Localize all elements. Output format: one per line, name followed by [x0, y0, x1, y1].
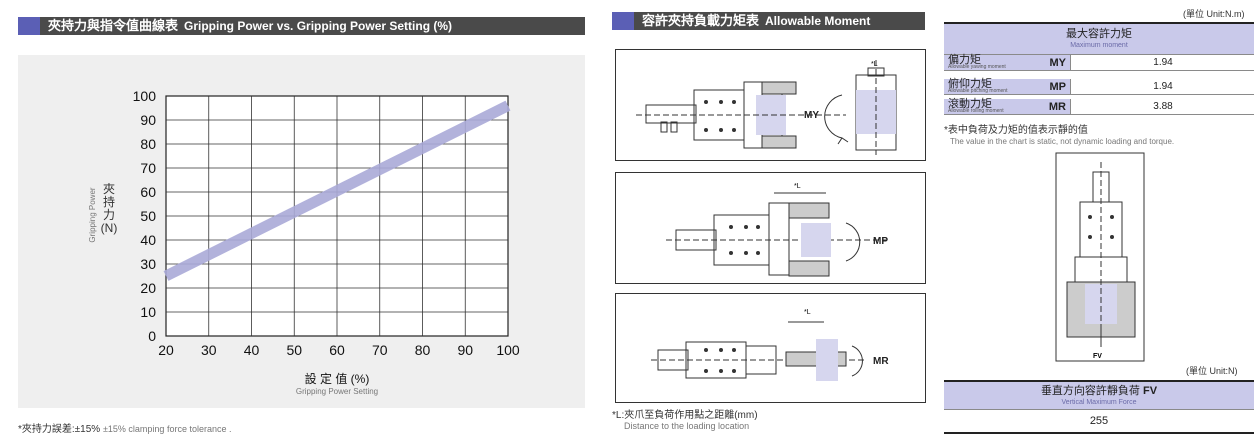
header-accent [612, 12, 634, 30]
moment-row-mp: 俯仰力矩 Allowable pitching moment MP 1.94 [944, 79, 1254, 95]
fv-title-code: FV [1143, 385, 1158, 397]
l-label: *L [804, 309, 811, 316]
unit-top: (單位 Unit:N.m) [1183, 9, 1245, 19]
distance-note: *L:夾爪至負荷作用點之距離(mm) Distance to the loadi… [612, 410, 758, 432]
my-drawing: MY *L [636, 60, 897, 155]
x-tick-label: 40 [244, 342, 260, 358]
header-en: Gripping Power vs. Gripping Power Settin… [184, 19, 453, 33]
row-en: Allowable yawing moment [948, 64, 1006, 70]
row-en: Allowable pitching moment [948, 88, 1008, 94]
fv-title-zh: 垂直方向容許靜負荷 [1040, 385, 1140, 397]
header-zh: 容許夾持負載力矩表 [642, 13, 760, 28]
x-tick-label: 60 [329, 342, 345, 358]
row-en: Allowable rolling moment [948, 108, 1004, 114]
fv-title-en: Vertical Maximum Force [1061, 399, 1137, 406]
row-value: 1.94 [1070, 79, 1255, 94]
distance-note-zh: *L:夾爪至負荷作用點之距離(mm) [612, 410, 758, 421]
y-tick-label: 100 [133, 88, 157, 104]
fv-drawing: FV [1055, 152, 1145, 362]
moment-row-mr: 滾動力矩 Allowable rolling moment MR 3.88 [944, 99, 1254, 115]
x-tick-label: 100 [496, 342, 520, 358]
y-axis-label-en: Gripping Power [88, 187, 97, 242]
y-tick-label: 40 [140, 232, 156, 248]
y-tick-label: 0 [148, 328, 156, 344]
my-drawing-box: MY *L [615, 49, 926, 161]
x-tick-label: 20 [158, 342, 174, 358]
gripping-power-chart: 0 10 20 30 40 50 60 70 80 90 100 20 30 40 50 60 70 80 90 10… [88, 88, 520, 396]
y-axis-label-zh: (N) [101, 221, 118, 235]
my-label: MY [804, 110, 819, 121]
row-zh: 滾動力矩 [948, 98, 992, 110]
static-note-zh: *表中負荷及力矩的值表示靜的值 [944, 125, 1088, 136]
gripping-power-header: 夾持力與指令值曲線表 Gripping Power vs. Gripping Po… [18, 17, 585, 35]
distance-note-en: Distance to the loading location [624, 421, 750, 431]
max-moment-en: Maximum moment [1070, 42, 1128, 49]
clamping-tolerance-note: *夾持力誤差:±15% ±15% clamping force toleranc… [18, 420, 231, 435]
row-code: MY [1049, 57, 1067, 69]
fv-table-top-border [944, 380, 1254, 382]
y-axis-label-zh: 力 [103, 208, 115, 222]
header-accent [18, 17, 40, 35]
max-moment-zh: 最大容許力矩 [1066, 28, 1132, 40]
mp-drawing: MP *L [666, 183, 888, 277]
max-moment-title: 最大容許力矩 Maximum moment [944, 24, 1254, 55]
row-value: 1.94 [1070, 55, 1255, 70]
table-top-border [944, 22, 1254, 24]
y-tick-label: 70 [140, 160, 156, 176]
l-label: *L [871, 61, 878, 68]
mr-drawing: MR *L [651, 309, 889, 381]
fv-label: FV [1093, 353, 1102, 360]
row-zh: 俯仰力矩 [948, 78, 992, 90]
x-tick-label: 90 [457, 342, 473, 358]
unit-bottom: (單位 Unit:N) [1186, 366, 1238, 376]
header-zh: 夾持力與指令值曲線表 [48, 18, 179, 33]
row-zh: 偏力矩 [948, 54, 981, 66]
y-tick-label: 60 [140, 184, 156, 200]
fv-value: 255 [944, 410, 1254, 434]
mp-label: MP [873, 236, 888, 247]
y-tick-label: 80 [140, 136, 156, 152]
y-tick-label: 10 [140, 304, 156, 320]
y-axis-label-zh: 持 [103, 194, 115, 209]
static-note-en: The value in the chart is static, not dy… [950, 137, 1175, 146]
mp-drawing-box: MP *L [615, 172, 926, 284]
mr-label: MR [873, 356, 889, 367]
x-tick-label: 70 [372, 342, 388, 358]
x-tick-label: 50 [286, 342, 302, 358]
tolerance-en: ±15% clamping force tolerance . [102, 424, 232, 434]
moment-row-my: 偏力矩 Allowable yawing moment MY 1.94 [944, 55, 1254, 71]
fv-title: 垂直方向容許靜負荷 FV Vertical Maximum Force [944, 382, 1254, 410]
y-tick-label: 90 [140, 112, 156, 128]
x-axis-label-en: Gripping Power Setting [296, 387, 378, 396]
x-tick-label: 80 [415, 342, 431, 358]
tolerance-zh: *夾持力誤差:±15% [18, 424, 101, 435]
y-tick-label: 50 [140, 208, 156, 224]
mr-drawing-box: MR *L [615, 293, 926, 403]
header-en: Allowable Moment [765, 14, 871, 28]
row-code: MP [1049, 81, 1067, 93]
x-tick-label: 30 [201, 342, 217, 358]
row-code: MR [1048, 101, 1066, 113]
allowable-moment-header: 容許夾持負載力矩表 Allowable Moment [612, 12, 925, 30]
y-axis-label-zh: 夾 [103, 182, 115, 196]
l-label: *L [794, 183, 801, 190]
static-note: *表中負荷及力矩的值表示靜的值 The value in the chart i… [944, 125, 1174, 147]
y-tick-label: 30 [140, 256, 156, 272]
gripping-power-band [163, 100, 511, 281]
row-value: 3.88 [1070, 99, 1255, 114]
y-tick-label: 20 [140, 280, 156, 296]
x-axis-label-zh: 設 定 值 (%) [305, 371, 370, 386]
